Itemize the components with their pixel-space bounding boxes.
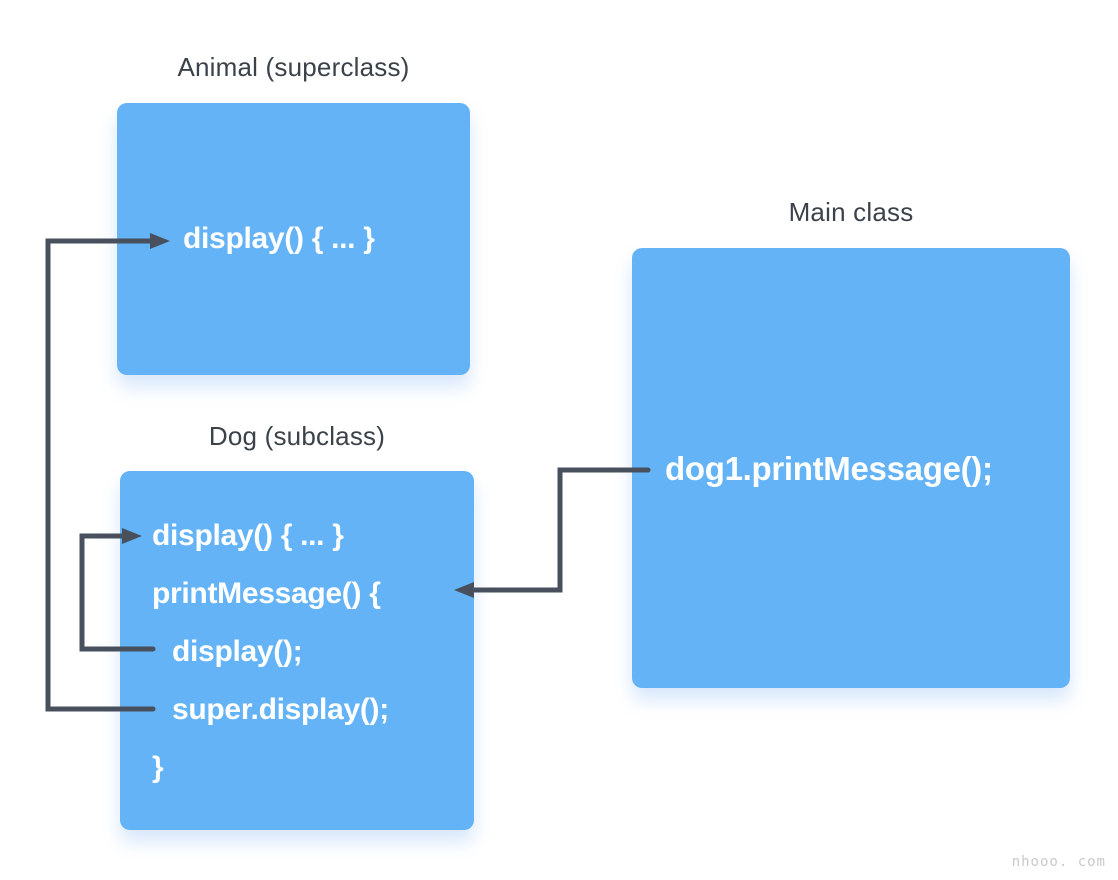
dog-display-call-statement: display();	[172, 635, 303, 668]
dog-class-box: display() { ... } printMessage() { displ…	[120, 471, 474, 830]
animal-class-box: display() { ... }	[117, 103, 470, 375]
dog-printmessage-method-close: }	[152, 751, 164, 784]
dog-display-method: display() { ... }	[152, 519, 344, 552]
main-box-label: Main class	[788, 197, 914, 227]
main-printmessage-call-statement: dog1.printMessage();	[665, 449, 993, 487]
animal-display-method: display() { ... }	[183, 222, 375, 255]
animal-box-label: Animal (superclass)	[177, 52, 410, 82]
main-class-box: dog1.printMessage();	[632, 248, 1070, 688]
dog-super-display-call-statement: super.display();	[172, 693, 389, 726]
watermark: nhooo. com	[1011, 854, 1106, 870]
dog-box-label: Dog (subclass)	[208, 421, 386, 451]
arrow-main-call-to-printmessage	[454, 467, 651, 598]
dog-printmessage-method-open: printMessage() {	[152, 577, 381, 610]
